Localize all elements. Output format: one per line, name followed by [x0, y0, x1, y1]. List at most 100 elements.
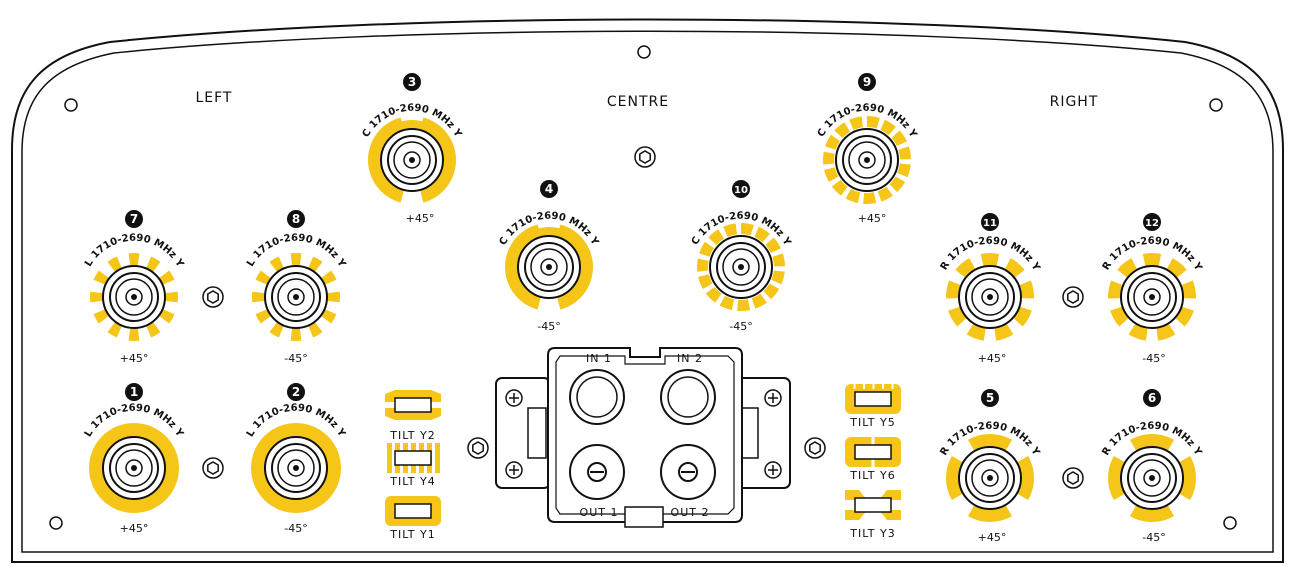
rf-connector-7[interactable]	[90, 253, 179, 342]
diplexer-block	[495, 347, 791, 528]
connector-nut	[965, 453, 1015, 503]
svg-text:3: 3	[408, 75, 416, 89]
screw-icon	[505, 389, 523, 407]
connector-inner	[530, 248, 568, 286]
number-badge: 4	[540, 180, 558, 198]
rf-connector-8[interactable]	[252, 253, 341, 341]
ring-segment	[252, 291, 265, 303]
svg-text:5: 5	[986, 391, 994, 405]
tilt-label: TILT Y6	[849, 469, 896, 482]
rf-connector-6[interactable]	[1108, 434, 1196, 522]
connector-nut	[1127, 272, 1177, 322]
connector-pin-ring	[981, 469, 999, 487]
polarization-label: +45°	[406, 212, 435, 225]
screw-icon	[764, 461, 782, 479]
rf-connector-10[interactable]	[697, 223, 785, 311]
ring-segment	[1128, 324, 1148, 341]
ring-segment	[891, 130, 907, 147]
ring-segment	[107, 256, 122, 272]
connector-pin-ring	[403, 151, 421, 169]
ring-segment	[845, 188, 861, 204]
connector-nut	[1127, 453, 1177, 503]
rf-connector-2[interactable]	[251, 423, 341, 513]
mounting-hole	[64, 98, 78, 112]
ring-segment	[1117, 258, 1137, 278]
ring-segment	[93, 270, 109, 285]
rf-connector-4[interactable]	[505, 224, 593, 310]
ring-segment	[823, 151, 835, 165]
svg-text:6: 6	[1148, 391, 1156, 405]
output-port-1[interactable]	[569, 444, 625, 500]
connector-pin-ring	[540, 258, 558, 276]
ring-segment	[308, 322, 323, 338]
ring-segment	[1017, 456, 1034, 500]
connector-pin	[864, 157, 870, 163]
tilt-accent	[435, 443, 440, 473]
input-port-1[interactable]	[569, 369, 625, 425]
rf-connector-5[interactable]	[946, 434, 1034, 522]
tilt-indicator-y5[interactable]	[845, 384, 901, 414]
ring-segment	[741, 223, 754, 236]
connector-pin	[738, 264, 744, 270]
connector-pin-ring	[981, 288, 999, 306]
bolt-hex	[639, 150, 651, 164]
connector-inner	[1133, 278, 1171, 316]
tilt-indicator-y6[interactable]	[845, 437, 901, 467]
ring-segment	[719, 295, 735, 311]
ring-segment	[269, 322, 284, 338]
output-port-2[interactable]	[660, 444, 716, 500]
tilt-indicator-y3[interactable]	[845, 490, 901, 520]
ring-segment	[763, 283, 780, 300]
input-port-2[interactable]	[660, 369, 716, 425]
ring-segment	[321, 309, 337, 324]
hex-bolt	[202, 286, 224, 308]
hex-bolt	[467, 437, 489, 459]
ring-segment	[523, 227, 563, 243]
bolt-outer	[634, 146, 656, 168]
svg-text:10: 10	[734, 185, 748, 196]
ring-segment	[754, 226, 770, 243]
ring-segment	[93, 309, 109, 324]
bolt-hex	[472, 441, 484, 455]
bolt-outer	[202, 457, 224, 479]
svg-text:1: 1	[130, 385, 138, 399]
tilt-window	[394, 503, 432, 519]
tilt-indicator-y1[interactable]	[385, 496, 441, 526]
rf-connector-1[interactable]	[89, 423, 179, 513]
ring-segment	[308, 256, 323, 272]
number-badge: 5	[981, 389, 999, 407]
ring-segment	[290, 328, 302, 341]
connector-label: TL 1710-2690 MHz Y1	[0, 0, 185, 440]
polarization-label: +45°	[978, 531, 1007, 544]
tilt-accent	[387, 443, 392, 473]
connector-pin	[293, 294, 299, 300]
ring-segment	[825, 134, 840, 150]
rf-connector-3[interactable]	[368, 117, 457, 203]
bolt-hex	[1067, 290, 1079, 304]
rf-connector-12[interactable]	[1108, 252, 1196, 341]
number-badge: 11	[981, 213, 999, 231]
polarization-label: -45°	[729, 320, 752, 333]
ring-segment	[849, 116, 863, 130]
ring-segment	[737, 299, 751, 311]
rf-connector-9[interactable]	[823, 116, 911, 204]
ring-segment	[1130, 505, 1174, 522]
tilt-label: TILT Y3	[849, 527, 896, 540]
tilt-label: TILT Y1	[389, 528, 436, 541]
polarization-label: -45°	[1142, 352, 1165, 365]
connector-pin	[409, 157, 415, 163]
ring-segment	[834, 122, 851, 138]
bolt-hex	[809, 441, 821, 455]
ring-segment	[880, 119, 896, 136]
tilt-indicator-y2[interactable]	[385, 390, 441, 420]
connector-pin-ring	[732, 258, 750, 276]
ring-segment	[966, 324, 986, 341]
tilt-indicator-y4[interactable]	[387, 443, 440, 473]
svg-text:8: 8	[292, 212, 300, 226]
polarization-label: -45°	[284, 522, 307, 535]
ring-segment	[557, 224, 593, 310]
tilt-window	[394, 397, 432, 413]
polarization-label: -45°	[537, 320, 560, 333]
rf-connector-11[interactable]	[946, 252, 1034, 341]
connector-nut	[387, 135, 437, 185]
